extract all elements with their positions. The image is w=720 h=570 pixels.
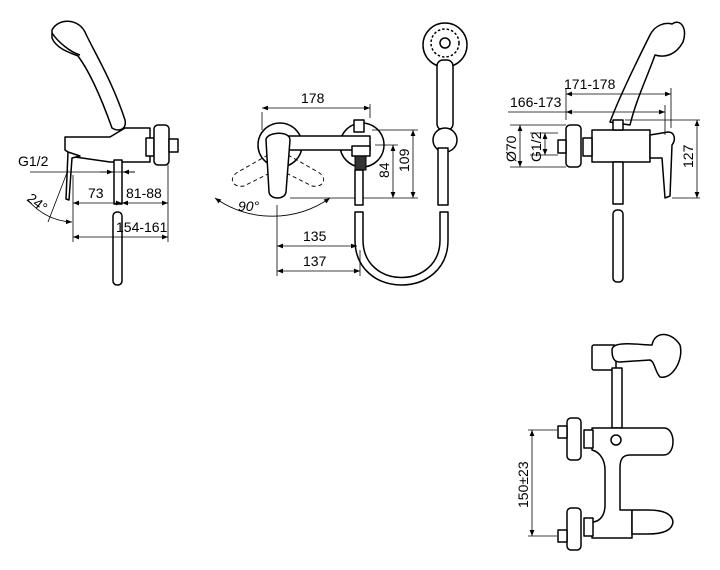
outlet-pipe [113, 159, 123, 205]
side-view-left: G1/2 73 81-88 154-161 24° [18, 20, 179, 286]
lever [65, 151, 81, 201]
outlet-pipe [354, 169, 364, 206]
hose-connector [351, 145, 371, 157]
dim-spout-offset: 73 [88, 185, 104, 201]
dim-connection-spacing: 150±23 [515, 461, 531, 508]
top-knob [612, 119, 624, 131]
angle-label: 24° [24, 190, 51, 216]
nut-bottom [583, 517, 594, 537]
thread-label: G1/2 [528, 131, 544, 162]
spray-center [439, 37, 451, 49]
angle-label: 90° [238, 198, 260, 214]
lever-handle [611, 333, 682, 378]
flange-top [566, 417, 582, 461]
nut [582, 137, 593, 157]
mixer-body [591, 129, 651, 163]
lever-handle [265, 132, 291, 199]
lever-alt-right [283, 154, 325, 187]
hose [354, 211, 449, 286]
lever [649, 131, 676, 199]
outlet-pipe [612, 161, 624, 205]
mounting-hole [610, 434, 622, 446]
hose-nut [354, 155, 367, 171]
hose [112, 211, 123, 286]
flange-diameter: Ø70 [503, 135, 519, 162]
nut [145, 137, 155, 157]
spray-nozzles [430, 28, 460, 58]
nipple [557, 139, 567, 154]
dim-total-depth: 154-161 [116, 219, 168, 235]
wall-flange [565, 124, 582, 168]
dim-hose-offset-1: 135 [303, 228, 327, 244]
bottom-view: 150±23 [515, 333, 682, 551]
hand-shower-head [51, 20, 127, 131]
dim-lever-height: 127 [680, 144, 696, 168]
top-bracket [353, 119, 365, 133]
flange-bottom [566, 507, 582, 551]
hose [612, 209, 624, 283]
dim-hose-offset-2: 137 [303, 253, 327, 269]
nipple-bottom [557, 529, 568, 543]
nipple [168, 138, 179, 153]
front-view: 90° 178 84 109 135 137 [214, 22, 468, 286]
side-view-right: 171-178 166-173 Ø70 G1/2 127 [503, 21, 700, 283]
shower-head-face [51, 32, 81, 56]
diverter-knob [631, 509, 674, 535]
lever-alt-left [231, 154, 273, 187]
dim-width: 178 [301, 90, 325, 106]
dim-wall-offset: 81-88 [126, 185, 162, 201]
wall-flange [153, 124, 170, 166]
shower-hose [437, 147, 449, 206]
dim-depth-inner: 166-173 [510, 94, 562, 110]
nut-top [583, 429, 594, 449]
hand-shower [609, 21, 686, 126]
shower-handle [436, 59, 454, 131]
dim-height-inner: 84 [376, 162, 392, 178]
shower-rod [611, 367, 623, 429]
dim-depth-outer: 171-178 [564, 76, 616, 92]
nipple-top [557, 425, 568, 439]
dim-height-outer: 109 [396, 148, 412, 172]
thread-label: G1/2 [18, 153, 49, 169]
